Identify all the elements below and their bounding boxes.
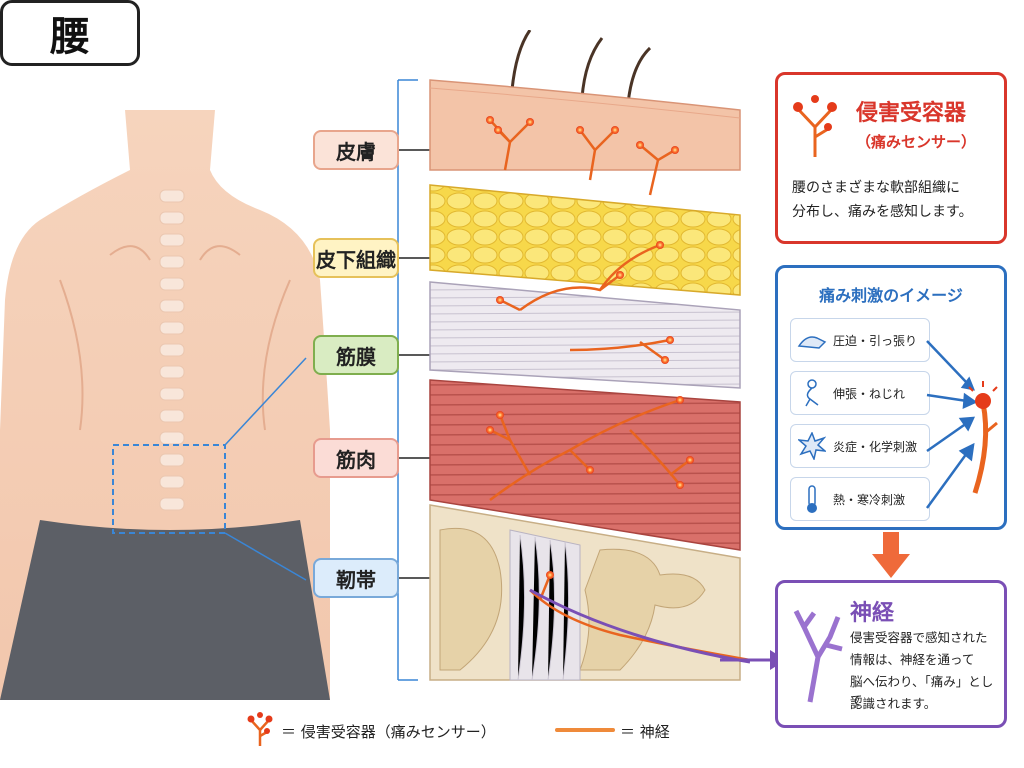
legend-receptor-label: ＝ 侵害受容器（痛みセンサー） [281,723,496,741]
hand-press-icon [795,323,829,357]
layer-label-muscle: 筋肉 [313,438,399,478]
stimulus-item-stretch: 伸張・ねじれ [790,371,930,415]
receptor-nodes [486,116,694,579]
stimulus-item-label: 圧迫・引っ張り [833,333,918,348]
layer-label-skin: 皮膚 [313,130,399,170]
layer-label-ligament: 靭帯 [313,558,399,598]
legend-receptor-icon [247,712,273,746]
stimulus-item-label: 伸張・ねじれ [833,386,906,401]
inflammation-burst-icon [795,429,829,463]
legend-nerve-label: ＝ 神経 [620,723,670,741]
skin-layer [429,79,741,171]
ligament-bone-layer [429,504,741,681]
nerve-card-body-1: 侵害受容器で感知された [850,630,988,645]
stimulus-arrows [925,340,998,509]
legend-nerve-line [555,728,615,732]
subcutaneous-layer [429,184,741,296]
layer-label-text: 靭帯 [336,567,376,592]
nerve-card-body-2: 情報は、神経を通って [850,652,975,667]
receptor-card-subtitle: （痛みセンサー） [856,133,977,151]
stimulus-card-title: 痛み刺激のイメージ [819,286,963,305]
layer-label-text: 皮下組織 [316,247,396,272]
layer-label-subcutaneous: 皮下組織 [313,238,399,278]
layer-label-fascia: 筋膜 [313,335,399,375]
stretch-person-icon [795,376,829,410]
lumbar-focus-box [112,444,226,534]
layer-label-text: 筋膜 [336,344,376,369]
stimulus-item-label: 熱・寒冷刺激 [833,492,906,507]
stimulus-card: 痛み刺激のイメージ 圧迫・引っ張り 伸張・ねじれ 炎症・化学刺激 熱・寒冷刺激 [775,265,1007,530]
receptor-card-title: 侵害受容器 [856,101,967,126]
nerve-card: 神経 侵害受容器で感知された 情報は、神経を通って 脳へ伝わり、「痛み」として … [775,580,1007,728]
stimulus-item-temperature: 熱・寒冷刺激 [790,477,930,521]
legend: ＝ 侵害受容器（痛みセンサー） ＝ 神経 [245,712,745,752]
nerve-card-body-4: 認識されます。 [850,696,937,711]
receptor-icon [793,95,837,157]
layer-label-text: 筋肉 [336,447,376,472]
nerve-card-body-3: 脳へ伝わり、「痛み」として [850,674,994,708]
back-illustration [0,110,330,700]
stimulus-item-inflammation: 炎症・化学刺激 [790,424,930,468]
down-arrow [872,532,910,578]
stimulus-item-label: 炎症・化学刺激 [833,439,918,454]
spine [159,189,185,511]
fascia-layer [429,281,741,389]
receptor-card-body-1: 腰のさまざまな軟部組織に [792,180,960,196]
page-title: 腰 [0,0,140,66]
tissue-cross-section [429,30,750,681]
nerve-card-title: 神経 [850,601,895,626]
pants [0,520,330,700]
connector-lines [224,79,430,681]
receptor-card-body-2: 分布し、痛みを感知します。 [792,204,973,220]
thermometer-icon [795,482,829,516]
nerve-icon [793,609,843,703]
layer-label-text: 皮膚 [336,139,376,164]
page-title-text: 腰 [50,14,90,60]
stimulus-item-pressure: 圧迫・引っ張り [790,318,930,362]
receptor-card: 侵害受容器 （痛みセンサー） 腰のさまざまな軟部組織に 分布し、痛みを感知します… [775,72,1007,244]
